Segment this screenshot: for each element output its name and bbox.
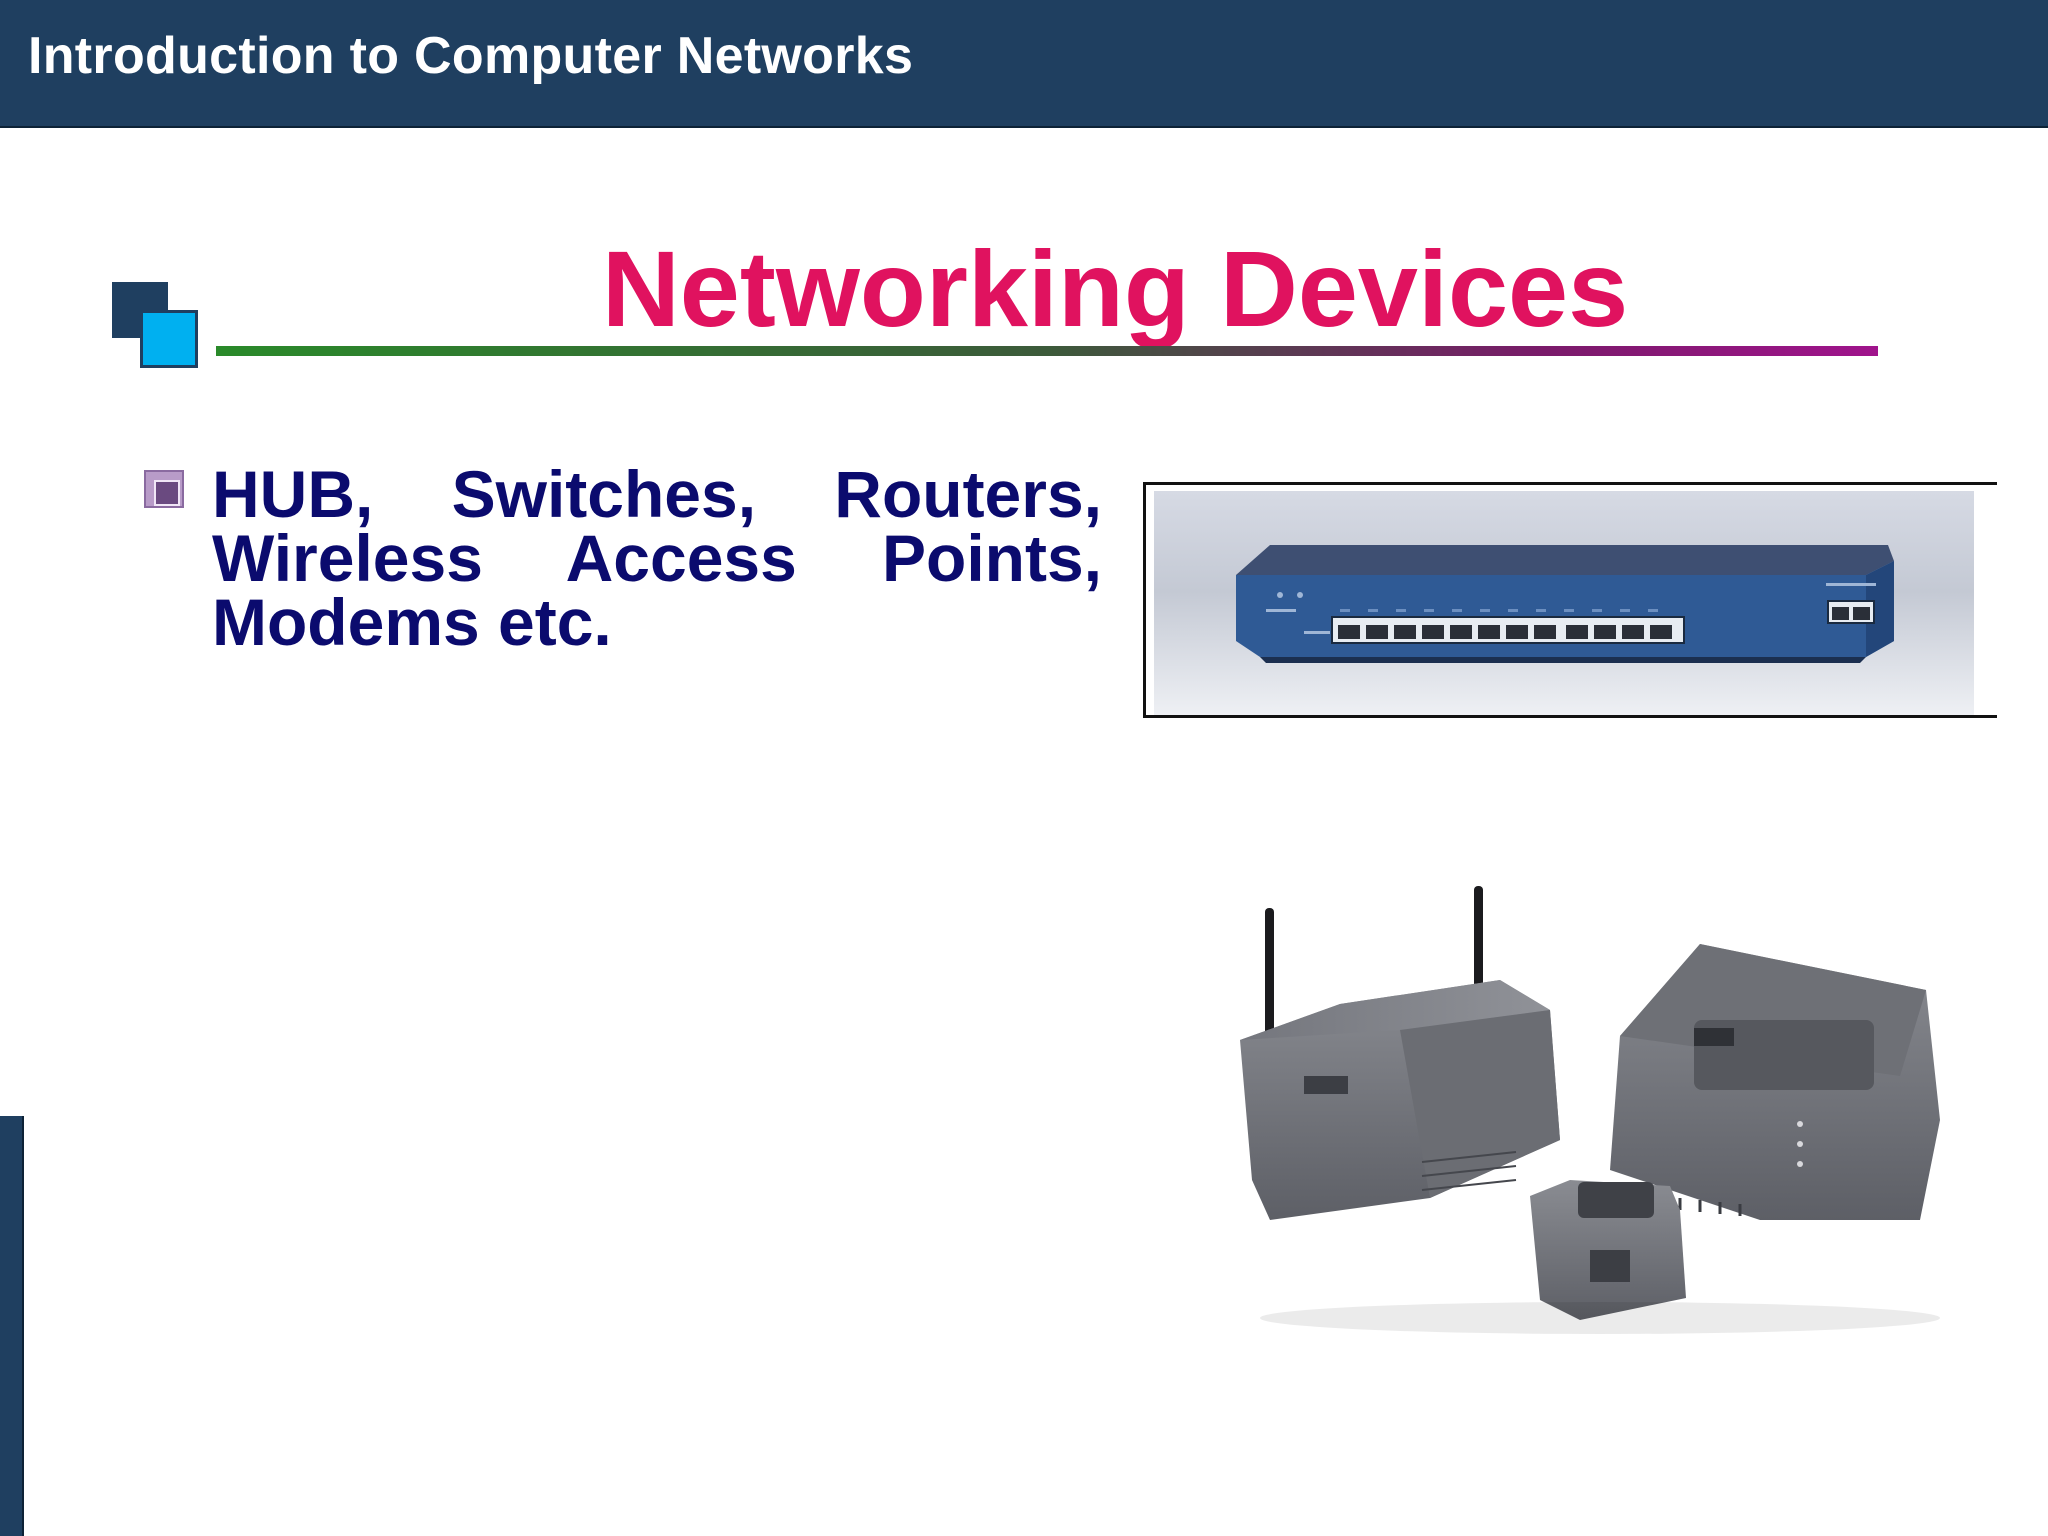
header-bar: Introduction to Computer Networks bbox=[0, 0, 2048, 128]
cyan-square bbox=[140, 310, 198, 368]
bullet-icon bbox=[144, 470, 192, 514]
wireless-devices-image bbox=[1200, 880, 1960, 1340]
title-underline bbox=[216, 346, 1878, 356]
title-squares-icon bbox=[112, 282, 202, 370]
slide-title: Networking Devices bbox=[601, 228, 1629, 349]
left-accent-bar bbox=[0, 1116, 24, 1536]
switch-image-frame bbox=[1143, 482, 1997, 718]
bullet-text: HUB, Switches, Routers, Wireless Access … bbox=[212, 457, 1102, 659]
header-title: Introduction to Computer Networks bbox=[28, 27, 914, 85]
network-switch-image bbox=[1154, 491, 1974, 715]
